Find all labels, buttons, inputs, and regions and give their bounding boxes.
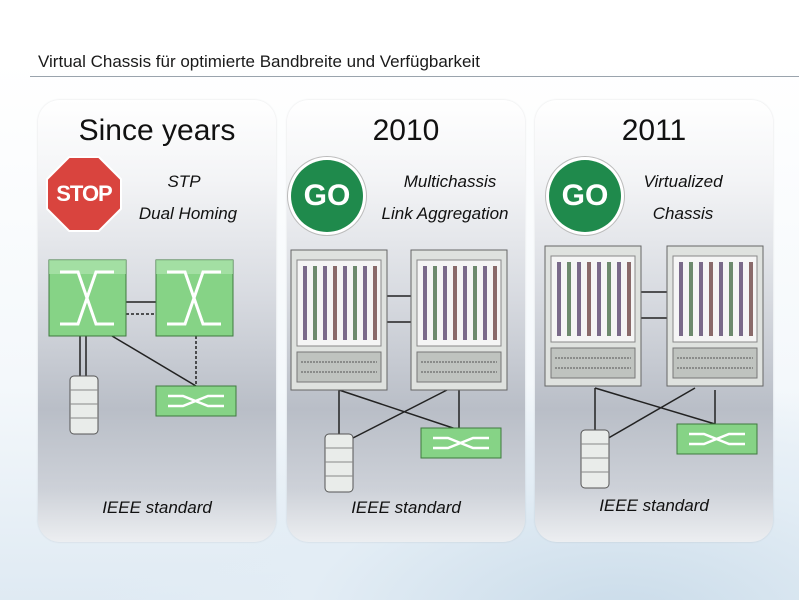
server-icon bbox=[69, 375, 99, 435]
panel-label-line2: Link Aggregation bbox=[381, 204, 509, 223]
go-sign-icon: GO bbox=[291, 160, 363, 232]
server-icon bbox=[324, 433, 354, 493]
panel-since-years: Since years STOP STP Dual Homing bbox=[38, 100, 276, 542]
panel-2010: 2010 GO Multichassis Link Aggregation bbox=[287, 100, 525, 542]
panel-label-line1: STP bbox=[167, 172, 201, 191]
core-switch-icon bbox=[48, 259, 127, 337]
stop-sign-icon: STOP bbox=[48, 158, 120, 230]
core-switch-icon bbox=[155, 259, 234, 337]
title-divider bbox=[30, 76, 799, 77]
panel-heading: 2011 bbox=[621, 114, 687, 147]
multichassis-diagram bbox=[290, 249, 508, 493]
virtual-chassis-diagram bbox=[544, 245, 764, 489]
panel-heading: Since years bbox=[78, 114, 236, 147]
panel-label-line1: Virtualized bbox=[643, 172, 723, 191]
chassis-icon bbox=[666, 245, 764, 387]
server-icon bbox=[580, 429, 610, 489]
access-switch-icon bbox=[420, 427, 502, 459]
panel-footer: IEEE standard bbox=[599, 496, 709, 515]
access-switch-icon bbox=[676, 423, 758, 455]
panel-label-line2: Dual Homing bbox=[138, 204, 238, 223]
go-sign-icon: GO bbox=[549, 160, 621, 232]
panel-label-line2: Chassis bbox=[652, 204, 714, 223]
chassis-icon bbox=[544, 245, 642, 387]
chassis-icon bbox=[290, 249, 388, 391]
chassis-icon bbox=[410, 249, 508, 391]
slide-title: Virtual Chassis für optimierte Bandbreit… bbox=[38, 52, 480, 71]
stp-topology-diagram bbox=[48, 259, 237, 435]
panel-label-line1: Multichassis bbox=[403, 172, 497, 191]
panel-2011: 2011 GO Virtualized Chassis bbox=[535, 100, 773, 542]
panel-footer: IEEE standard bbox=[351, 498, 461, 517]
panel-heading: 2010 bbox=[372, 114, 440, 147]
panel-footer: IEEE standard bbox=[102, 498, 212, 517]
access-switch-icon bbox=[155, 385, 237, 417]
